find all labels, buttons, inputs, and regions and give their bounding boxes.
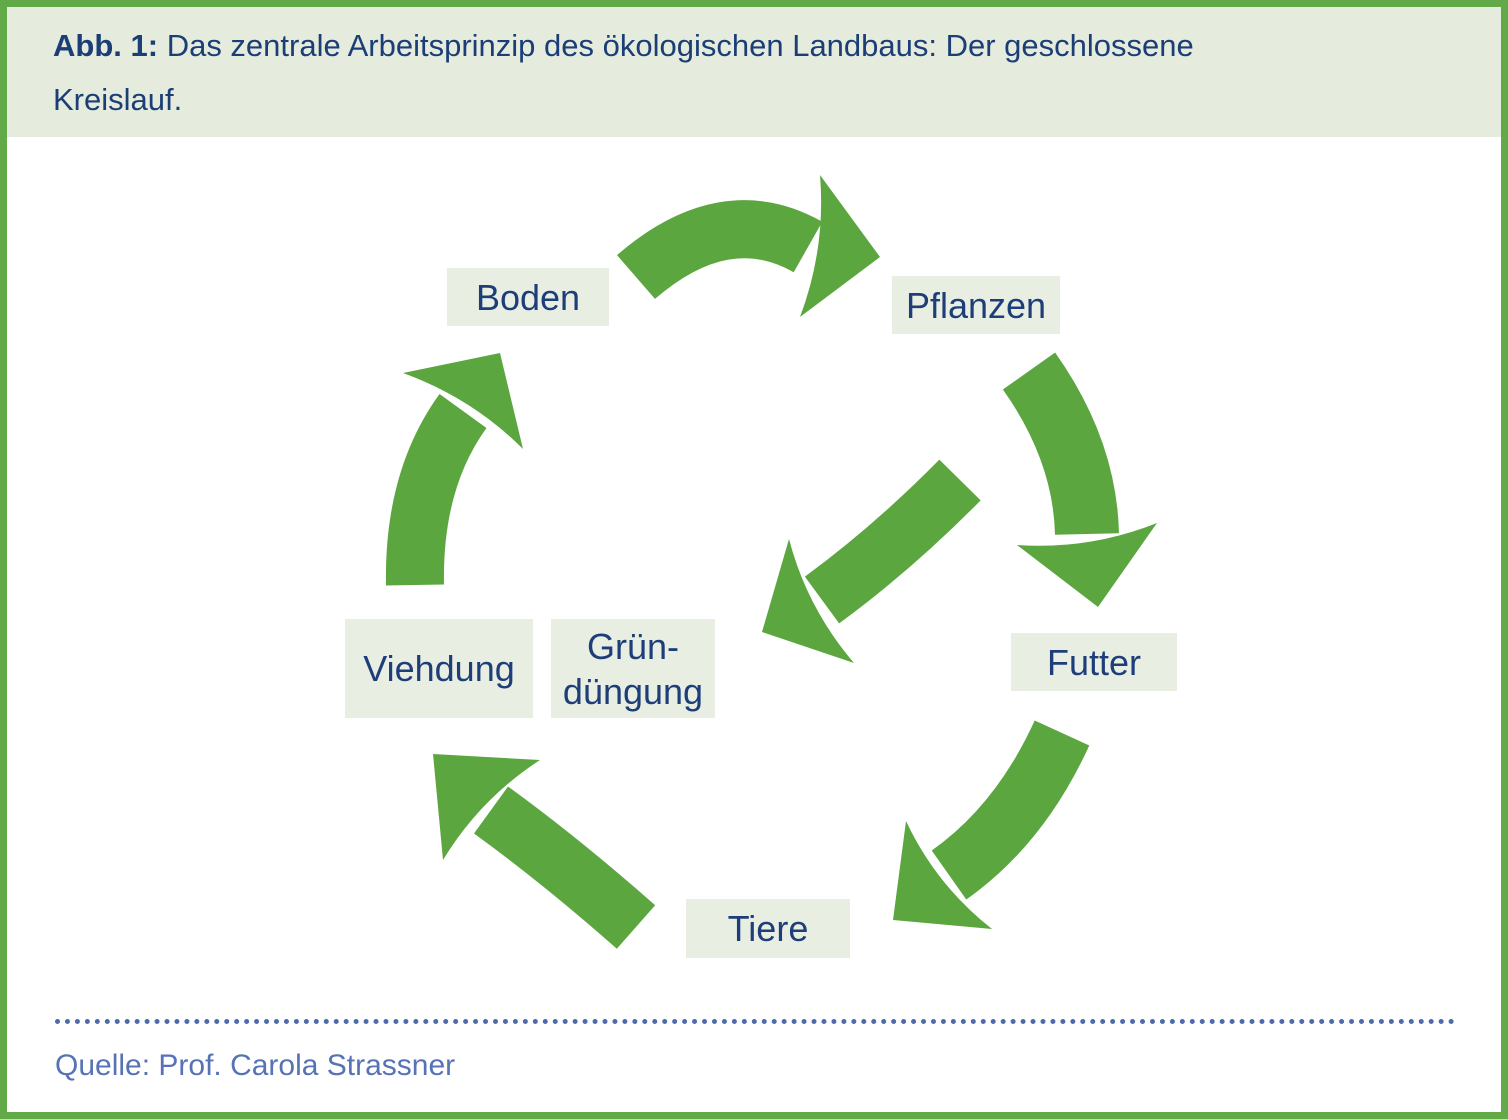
caption-text-line1: Das zentrale Arbeitsprinzip des ökologis…: [166, 28, 1194, 63]
arrow-head: [762, 539, 854, 663]
arrow-viehdung-to-boden: [385, 353, 523, 586]
arrow-head: [1017, 523, 1157, 607]
node-pflanzen: Pflanzen: [892, 276, 1060, 334]
node-futter-label: Futter: [1046, 641, 1142, 683]
node-gruenduengung-line1: Grün-: [586, 625, 680, 667]
arrow-band: [1002, 352, 1119, 536]
arrow-boden-to-pflanzen: [617, 175, 880, 317]
arrow-band: [473, 786, 656, 949]
arrow-pflanzen-to-gruenduengung: [762, 459, 981, 663]
arrow-band: [617, 200, 823, 300]
node-pflanzen-label: Pflanzen: [905, 284, 1047, 326]
arrow-head: [893, 821, 992, 929]
node-viehdung: Viehdung: [345, 619, 533, 718]
arrow-pflanzen-to-futter: [1002, 352, 1157, 607]
node-futter: Futter: [1011, 633, 1177, 691]
caption-text-line2: Kreislauf.: [53, 82, 183, 117]
arrow-head: [800, 175, 880, 317]
separator-dotted-line: [55, 1019, 1455, 1024]
source-credit: Quelle: Prof. Carola Strassner: [55, 1049, 456, 1082]
node-gruenduengung: Grün- düngung: [551, 619, 715, 718]
arrow-futter-to-tiere: [893, 720, 1090, 929]
arrow-band: [804, 459, 981, 624]
node-gruenduengung-line2: düngung: [562, 670, 704, 712]
node-boden-label: Boden: [475, 276, 581, 318]
node-tiere: Tiere: [686, 899, 850, 958]
arrow-head: [433, 754, 540, 860]
node-boden: Boden: [447, 268, 609, 326]
arrow-tiere-to-viehdung: [433, 754, 656, 949]
figure-label: Abb. 1:: [53, 28, 159, 63]
node-viehdung-label: Viehdung: [363, 648, 515, 689]
arrow-head: [403, 353, 523, 449]
arrow-band: [385, 393, 487, 586]
arrow-band: [931, 720, 1090, 900]
node-tiere-label: Tiere: [727, 908, 809, 949]
figure-caption: Abb. 1: Das zentrale Arbeitsprinzip des …: [7, 7, 1501, 137]
caption-line-1: Abb. 1: Das zentrale Arbeitsprinzip des …: [53, 19, 1461, 73]
